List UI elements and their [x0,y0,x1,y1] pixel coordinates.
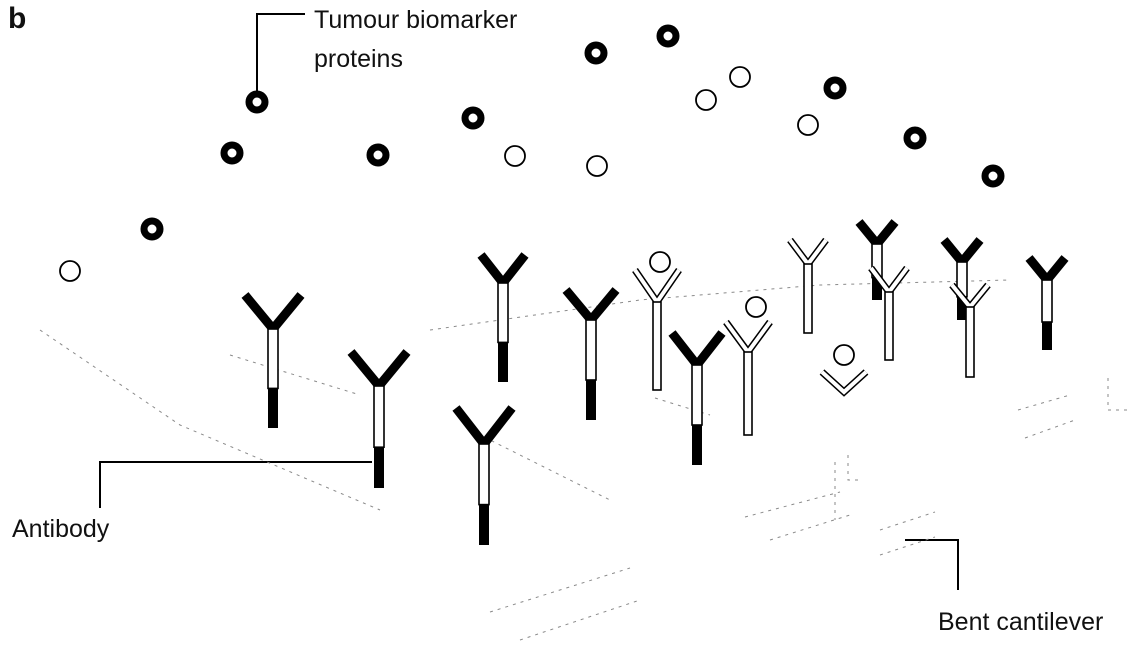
antibody-stem [965,306,975,378]
antibody-base [374,447,384,488]
antibody-stem [497,282,509,344]
protein-filled [461,106,485,130]
antibody-base [872,277,882,300]
antibody-arms-outline [723,319,773,358]
cantilever-edge [769,514,851,541]
antibody-dark [562,287,620,420]
antibody-arms-outline [632,268,682,309]
callout-antibody: Antibody [12,461,372,543]
antibody-arms [1025,255,1069,288]
protein-filled [656,24,680,48]
antibody-dark [1025,255,1069,350]
protein-layer [59,24,1005,366]
antibody-arms [452,405,516,452]
cantilever-edge [39,329,381,511]
antibody-arms [668,330,726,373]
antibody-stem [691,364,703,426]
protein-filled [903,126,927,150]
antibody-stem [1041,279,1053,323]
antibody-base [1042,322,1052,350]
protein-hollow [745,296,767,318]
protein-hollow [649,251,671,273]
proteins-label-line2: proteins [314,45,403,73]
antibody-light [868,265,910,361]
antibody-stem [884,291,894,361]
antibody-leader-line [99,461,372,508]
antibody-base [479,504,489,545]
protein-filled [366,143,390,167]
antibody-stem [743,351,753,436]
cantilever-edge [429,279,1011,331]
cantilever-leader-line [905,539,959,590]
antibody-base [957,296,967,320]
antibody-arms [241,292,305,337]
antibody-base [692,425,702,465]
cantilever-edge [879,536,936,556]
cantilever-edge [744,491,841,518]
antibody-light [723,319,773,436]
antibody-base [498,342,508,382]
antibody-dark [241,292,305,428]
antibody-base [586,380,596,420]
cantilever-edge [229,354,361,396]
protein-hollow [797,114,819,136]
proteins-label-line1: Tumour biomarker [314,6,517,34]
cantilever-edge [654,397,711,416]
antibody-stem [652,301,662,391]
antibody-bound-fill [820,370,868,395]
protein-hollow [59,260,81,282]
protein-hollow [833,344,855,366]
antibody-light [787,237,829,334]
antibody-base [268,388,278,428]
antibody-arms [347,349,411,394]
antibody-layer [241,219,1069,545]
cantilever-outline [39,279,1128,641]
cantilever-edge [519,599,641,641]
cantilever-edge [1017,394,1071,411]
antibody-stem [267,328,279,390]
cantilever-edge [879,511,936,531]
antibody-arms [940,237,984,270]
cantilever-edge [489,567,631,613]
antibody-arms [477,252,529,291]
cantilever-label: Bent cantilever [938,608,1103,636]
protein-hollow [504,145,526,167]
cantilever-edge [847,455,860,481]
antibody-arms-outline [787,237,829,270]
antibody-light [632,268,682,391]
antibody-stem [585,319,597,381]
antibody-label: Antibody [12,515,110,543]
protein-filled [584,41,608,65]
panel-label: b [8,2,26,35]
cantilever-edge [469,429,611,501]
antibody-arms [562,287,620,328]
antibody-bound-outline [819,369,869,397]
protein-filled [823,76,847,100]
antibody-dark [668,330,726,465]
antibody-stem [803,263,813,334]
callout-cantilever: Bent cantilever [905,539,1103,636]
cantilever-edge [1024,419,1076,439]
antibody-dark [452,405,516,545]
antibody-dark [347,349,411,488]
proteins-leader-line [256,13,305,96]
protein-hollow [586,155,608,177]
antibody-light [949,282,991,378]
antibody-arms [855,219,899,252]
callout-proteins: Tumour biomarker proteins [256,6,517,96]
protein-filled [140,217,164,241]
antibody-stem [373,385,385,449]
protein-filled [220,141,244,165]
protein-hollow [695,89,717,111]
cantilever-edge [1107,378,1128,411]
protein-hollow [729,66,751,88]
protein-filled [981,164,1005,188]
antibody-stem [478,443,490,506]
antibody-dark [477,252,529,382]
protein-filled [245,90,269,114]
